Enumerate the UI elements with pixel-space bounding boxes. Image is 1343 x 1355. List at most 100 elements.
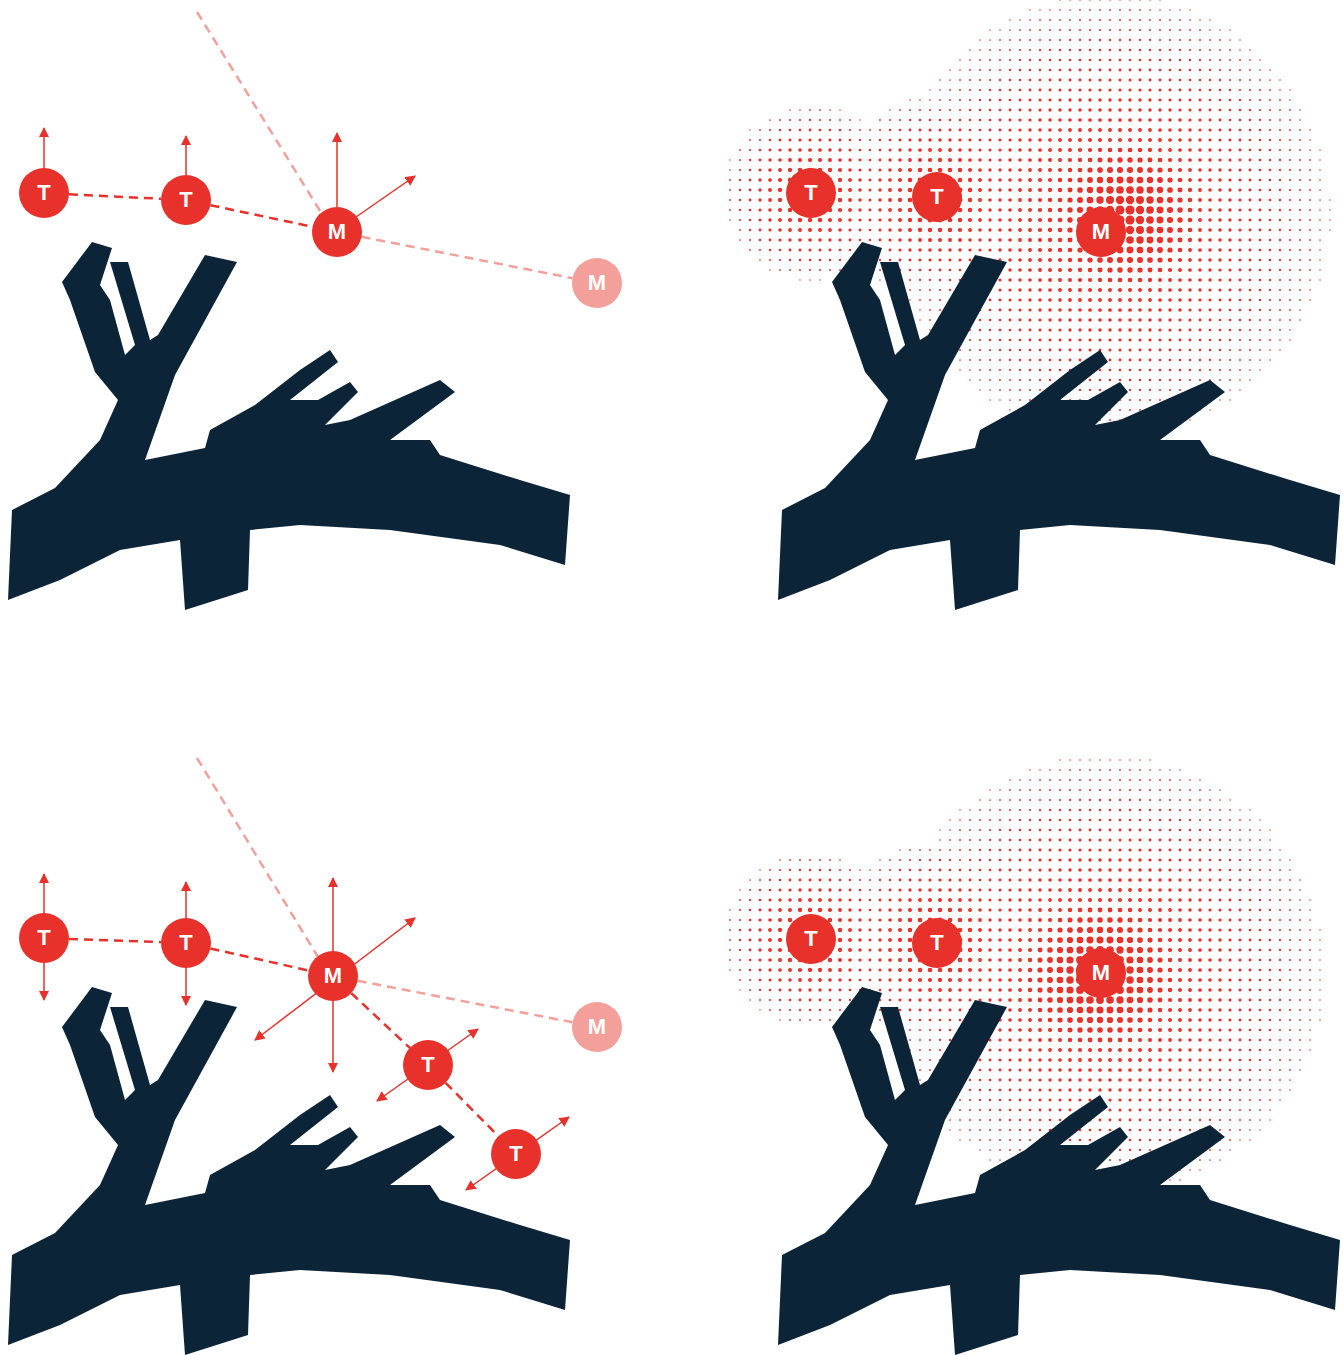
halftone-dot: [768, 908, 771, 911]
halftone-dot: [1029, 99, 1032, 102]
halftone-dot: [1019, 19, 1021, 21]
halftone-dot: [859, 139, 861, 141]
halftone-dot: [968, 178, 972, 182]
halftone-dot: [958, 158, 962, 162]
halftone-dot: [998, 138, 1001, 141]
halftone-dot: [888, 158, 891, 161]
halftone-dot: [959, 859, 961, 861]
halftone-dot: [879, 269, 881, 271]
halftone-dot: [1038, 198, 1042, 202]
halftone-dot: [989, 29, 991, 31]
halftone-dot: [838, 198, 842, 202]
halftone-dot: [839, 249, 842, 252]
halftone-dot: [819, 859, 821, 861]
halftone-dot: [1078, 278, 1082, 282]
halftone-dot: [1087, 257, 1092, 262]
halftone-dot: [1079, 0, 1081, 1]
halftone-dot: [838, 178, 842, 182]
halftone-dot: [828, 138, 831, 141]
halftone-dot: [869, 889, 871, 891]
halftone-dot: [888, 238, 891, 241]
halftone-dot: [769, 259, 771, 261]
halftone-dot: [838, 188, 842, 192]
halftone-dot: [1058, 258, 1062, 262]
halftone-dot: [1038, 228, 1042, 232]
halftone-dot: [909, 849, 911, 851]
halftone-dot: [769, 979, 772, 982]
halftone-dot: [968, 958, 972, 962]
halftone-dot: [908, 908, 912, 912]
halftone-dot: [978, 248, 981, 251]
halftone-dot: [1048, 228, 1052, 232]
halftone-dot: [838, 238, 841, 241]
halftone-dot: [768, 218, 771, 221]
halftone-dot: [1009, 1079, 1012, 1082]
halftone-dot: [879, 859, 881, 861]
halftone-dot: [938, 908, 942, 912]
halftone-dot: [828, 968, 832, 972]
halftone-dot: [1029, 819, 1031, 821]
halftone-dot: [838, 958, 842, 962]
halftone-dot: [1066, 986, 1073, 993]
halftone-dot: [1038, 138, 1042, 142]
halftone-dot: [1078, 328, 1081, 331]
halftone-dot: [908, 968, 912, 972]
halftone-dot: [1028, 168, 1032, 172]
halftone-dot: [739, 909, 741, 911]
halftone-dot: [958, 228, 962, 232]
halftone-dot: [1008, 978, 1012, 982]
halftone-dot: [809, 1009, 811, 1011]
halftone-dot: [1038, 1018, 1042, 1022]
halftone-dot: [799, 879, 802, 882]
halftone-dot: [759, 899, 762, 902]
halftone-dot: [948, 138, 951, 141]
halftone-dot: [958, 178, 963, 183]
halftone-dot: [979, 379, 981, 381]
halftone-dot: [1058, 168, 1062, 172]
halftone-dot: [848, 928, 852, 932]
halftone-dot: [1018, 1078, 1021, 1081]
halftone-dot: [999, 399, 1001, 401]
halftone-dot: [948, 978, 952, 982]
halftone-dot: [739, 219, 741, 221]
halftone-dot: [1098, 318, 1102, 322]
halftone-dot: [769, 129, 771, 131]
halftone-dot: [869, 949, 872, 952]
halftone-dot: [1029, 829, 1032, 832]
halftone-dot: [828, 238, 831, 241]
halftone-dot: [1068, 188, 1073, 193]
halftone-dot: [1079, 789, 1081, 791]
halftone-dot: [1077, 187, 1083, 193]
halftone-dot: [1028, 1068, 1031, 1071]
halftone-dot: [1088, 138, 1092, 142]
halftone-dot: [1068, 158, 1072, 162]
halftone-dot: [1067, 937, 1073, 943]
halftone-dot: [908, 208, 913, 213]
halftone-dot: [988, 958, 991, 961]
halftone-dot: [998, 958, 1002, 962]
halftone-dot: [808, 908, 812, 912]
halftone-dot: [778, 238, 781, 241]
halftone-dot: [1009, 329, 1012, 332]
halftone-dot: [889, 129, 891, 131]
halftone-dot: [798, 888, 801, 891]
halftone-dot: [818, 148, 822, 152]
halftone-dot: [749, 999, 751, 1001]
halftone-dot: [918, 898, 922, 902]
halftone-dot: [729, 209, 731, 211]
halftone-dot: [1039, 39, 1041, 41]
halftone-dot: [849, 889, 852, 892]
halftone-dot: [749, 939, 752, 942]
halftone-dot: [779, 1009, 781, 1011]
halftone-dot: [1009, 339, 1012, 342]
halftone-dot: [1069, 0, 1071, 1]
halftone-dot: [1009, 39, 1011, 41]
halftone-dot: [749, 179, 752, 182]
halftone-dot: [899, 129, 902, 132]
halftone-dot: [889, 119, 891, 121]
halftone-dot: [819, 279, 821, 281]
halftone-dot: [1019, 1099, 1022, 1102]
halftone-dot: [949, 109, 951, 111]
halftone-dot: [1008, 148, 1011, 151]
halftone-dot: [1028, 1048, 1032, 1052]
